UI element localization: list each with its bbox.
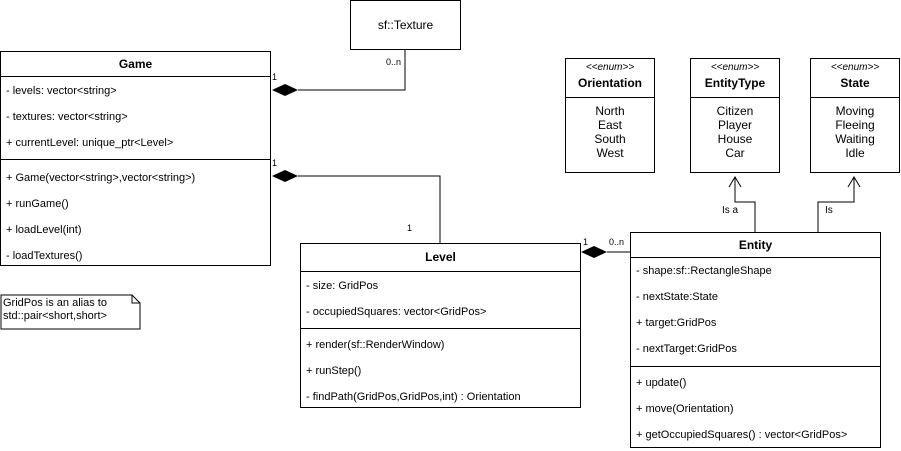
- orientation-enum-header: <<enum>> Orientation: [566, 59, 654, 97]
- entity-method: + getOccupiedSquares() : vector<GridPos>: [636, 429, 848, 441]
- enum-value: Idle: [845, 146, 865, 160]
- level-class-box: Level - size: GridPos - occupiedSquares:…: [300, 243, 581, 408]
- level-class-title: Level: [425, 250, 456, 264]
- multiplicity-level-entity: 1: [583, 237, 589, 247]
- note-shape: [0, 294, 141, 330]
- level-method: + runStep(): [306, 365, 362, 377]
- note-line: std::pair<short,short>: [3, 310, 107, 322]
- entity-method: + update(): [636, 377, 687, 389]
- state-values: Moving Fleeing Waiting Idle: [811, 97, 899, 160]
- game-method: + Game(vector<string>,vector<string>): [6, 172, 196, 184]
- orientation-values: North East South West: [566, 97, 654, 160]
- state-enum-box: <<enum>> State Moving Fleeing Waiting Id…: [810, 58, 900, 173]
- entitytype-values: Citizen Player House Car: [691, 97, 779, 160]
- texture-class-box: sf::Texture: [350, 0, 461, 50]
- enum-stereotype: <<enum>>: [710, 62, 760, 73]
- entity-state-dependency: [817, 176, 861, 232]
- gridpos-note: GridPos is an alias to std::pair<short,s…: [3, 297, 107, 323]
- enum-value: Car: [725, 146, 745, 160]
- level-attributes: - size: GridPos - occupiedSquares: vecto…: [301, 271, 580, 328]
- entity-entitytype-dependency: [728, 176, 756, 232]
- game-attributes: - levels: vector<string> - textures: vec…: [1, 76, 270, 159]
- level-entity-composition: [581, 246, 630, 258]
- game-class-title: Game: [118, 57, 153, 71]
- note-line: GridPos is an alias to: [3, 297, 107, 309]
- enum-stereotype: <<enum>>: [830, 62, 880, 73]
- game-attribute: - textures: vector<string>: [6, 111, 128, 123]
- entity-class-title: Entity: [738, 238, 773, 252]
- entity-attribute: + target:GridPos: [636, 317, 717, 329]
- game-class-box: Game - levels: vector<string> - textures…: [0, 51, 271, 266]
- multiplicity-game-texture: 1: [272, 72, 278, 82]
- multiplicity-level-game: 1: [407, 223, 413, 233]
- level-method: - findPath(GridPos,GridPos,int) : Orient…: [306, 391, 521, 403]
- enum-value: Waiting: [835, 132, 875, 146]
- orientation-enum-title: Orientation: [577, 76, 642, 90]
- enum-value: South: [594, 132, 626, 146]
- game-attribute: - levels: vector<string>: [6, 85, 117, 97]
- enum-value: West: [596, 146, 624, 160]
- level-method: + render(sf::RenderWindow): [306, 339, 445, 351]
- game-method: + loadLevel(int): [6, 224, 82, 236]
- level-methods: + render(sf::RenderWindow) + runStep() -…: [301, 328, 580, 410]
- texture-class-title: sf::Texture: [377, 18, 434, 32]
- enum-value: House: [717, 132, 753, 146]
- is-label: Is: [825, 205, 833, 216]
- enum-value: North: [595, 104, 625, 118]
- multiplicity-entity: 0..n: [609, 237, 625, 247]
- entity-method: + move(Orientation): [636, 403, 734, 415]
- level-attribute: - size: GridPos: [306, 280, 379, 292]
- entity-attribute: - nextState:State: [636, 291, 718, 303]
- entitytype-enum-box: <<enum>> EntityType Citizen Player House…: [690, 58, 780, 173]
- game-methods: + Game(vector<string>,vector<string>) + …: [1, 159, 270, 269]
- orientation-enum-box: <<enum>> Orientation North East South We…: [565, 58, 655, 173]
- texture-game-composition: [272, 50, 406, 96]
- enum-value: Citizen: [716, 104, 754, 118]
- entitytype-enum-header: <<enum>> EntityType: [691, 59, 779, 97]
- enum-value: Fleeing: [835, 118, 875, 132]
- state-enum-title: State: [840, 76, 870, 90]
- game-attribute: + currentLevel: unique_ptr<Level>: [6, 137, 174, 149]
- entity-attributes: - shape:sf::RectangleShape - nextState:S…: [631, 257, 880, 366]
- entity-class-box: Entity - shape:sf::RectangleShape - next…: [630, 232, 881, 448]
- game-level-composition: [272, 170, 441, 243]
- enum-value: East: [597, 118, 622, 132]
- multiplicity-game-level: 1: [272, 158, 278, 168]
- entitytype-enum-title: EntityType: [704, 76, 766, 90]
- entity-attribute: - nextTarget:GridPos: [636, 343, 737, 355]
- game-method: + runGame(): [6, 198, 69, 210]
- state-enum-header: <<enum>> State: [811, 59, 899, 97]
- enum-value: Moving: [835, 104, 875, 118]
- entity-attribute: - shape:sf::RectangleShape: [636, 265, 772, 277]
- multiplicity-texture: 0..n: [386, 57, 402, 67]
- entity-methods: + update() + move(Orientation) + getOccu…: [631, 366, 880, 448]
- enum-value: Player: [717, 118, 752, 132]
- is-a-label: Is a: [722, 205, 739, 216]
- game-method: - loadTextures(): [6, 250, 83, 262]
- enum-stereotype: <<enum>>: [585, 62, 635, 73]
- level-attribute: - occupiedSquares: vector<GridPos>: [306, 306, 487, 318]
